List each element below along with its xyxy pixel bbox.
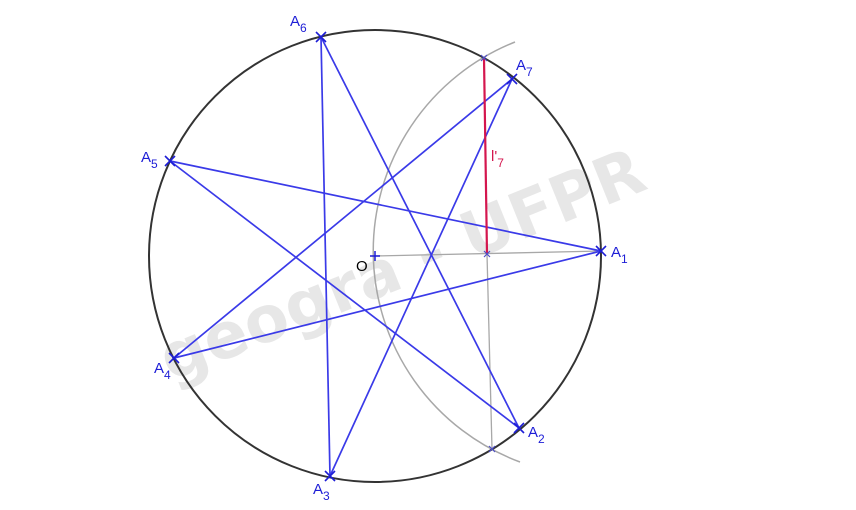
center-label: O bbox=[356, 258, 368, 275]
star-edge-a7-a3 bbox=[329, 78, 513, 477]
chord-segment-l7 bbox=[482, 57, 489, 255]
star-edge-a2-a5 bbox=[169, 160, 520, 429]
segment-label-l7: l'7 bbox=[491, 148, 504, 170]
vertex-marker-a5 bbox=[164, 155, 176, 167]
star-edge-a5-a1 bbox=[169, 160, 602, 252]
vertex-marker-a2 bbox=[513, 422, 525, 434]
vertex-label-a5: A5 bbox=[141, 149, 158, 171]
vertex-marker-a7 bbox=[506, 73, 518, 85]
vertex-marker-a3 bbox=[324, 470, 336, 482]
vertex-label-a2: A2 bbox=[528, 424, 545, 446]
center-point bbox=[370, 251, 380, 261]
star-edge-a4-a7 bbox=[173, 78, 513, 359]
vertex-label-a1: A1 bbox=[611, 244, 628, 266]
perpendicular-line bbox=[486, 253, 493, 450]
circumscribed-circle bbox=[148, 29, 602, 483]
vertex-marker-a6 bbox=[315, 31, 327, 43]
star-edge-a1-a4 bbox=[173, 250, 602, 359]
vertex-label-a6: A6 bbox=[290, 13, 307, 35]
star-edge-a6-a2 bbox=[320, 36, 520, 429]
vertex-marker-a4 bbox=[168, 352, 180, 364]
construction-arc bbox=[372, 41, 521, 463]
vertex-label-a7: A7 bbox=[516, 57, 533, 79]
watermark-text: geogra - UFPR bbox=[149, 134, 656, 396]
vertex-label-a3: A3 bbox=[313, 481, 330, 503]
vertex-marker-a1 bbox=[595, 245, 607, 257]
vertex-label-a4: A4 bbox=[154, 360, 171, 382]
star-edge-a3-a6 bbox=[320, 36, 331, 477]
